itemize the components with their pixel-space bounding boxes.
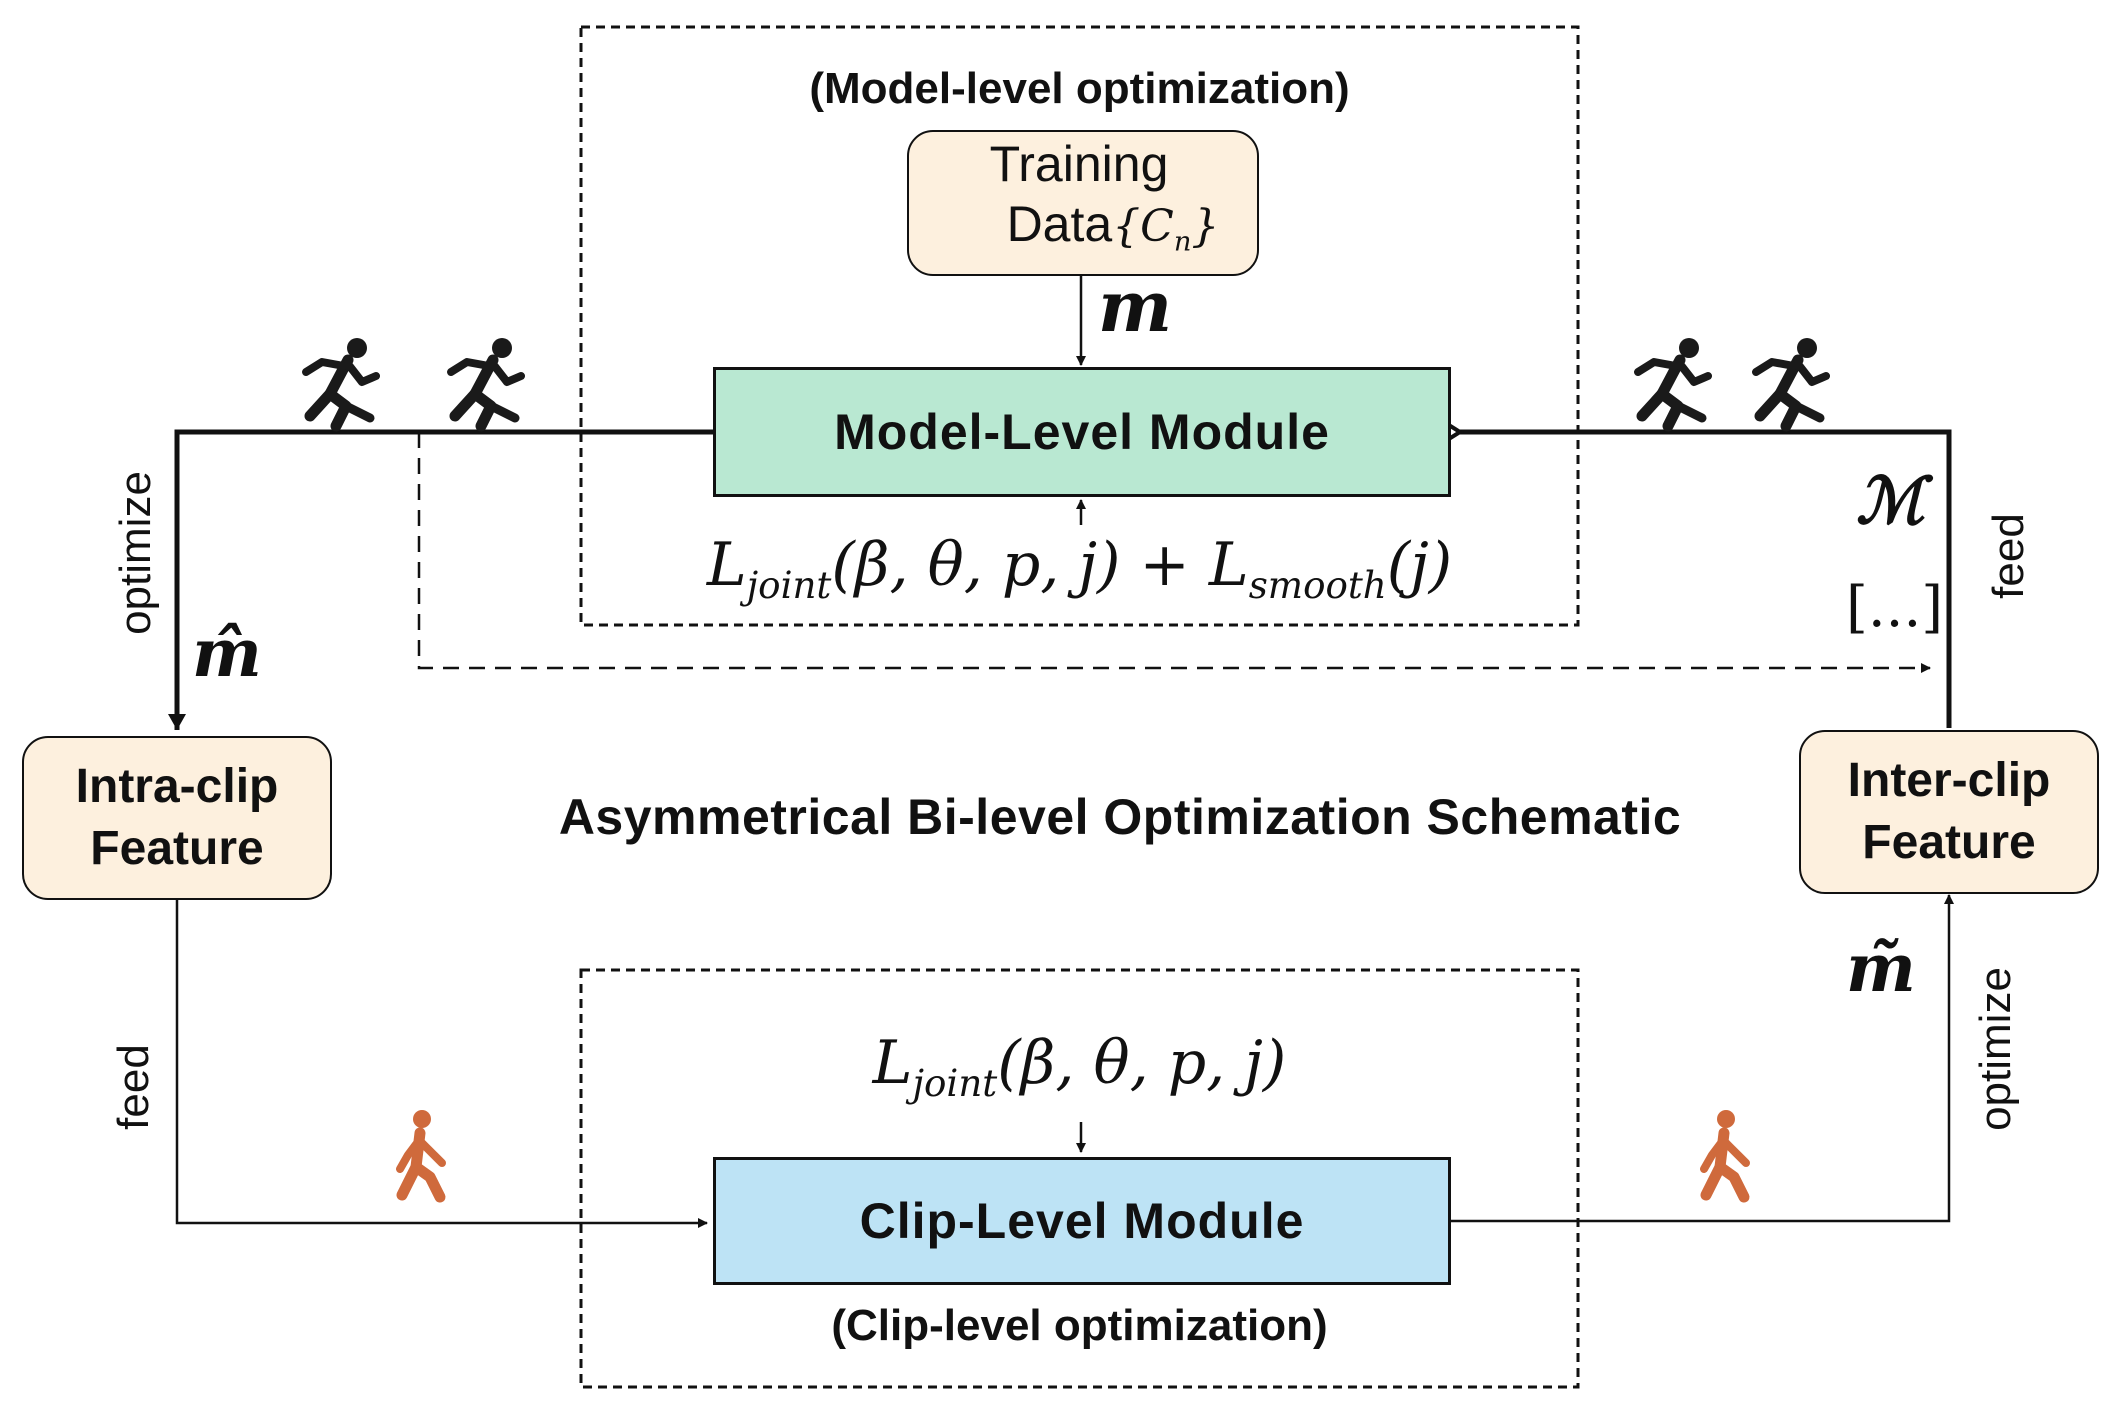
training-set-open: {C [1112, 200, 1174, 252]
clip-frame-border [579, 968, 1580, 1389]
model-level-module: Model-Level Module [713, 367, 1451, 497]
dashed-memory-line [417, 432, 1931, 673]
running-person-icon [306, 338, 376, 426]
inter-clip-line2: Feature [1862, 816, 2036, 869]
loss-joint-args: (β, θ, p, j) + [831, 530, 1209, 600]
right-optimize-label: optimize [1971, 967, 2020, 1131]
symbol-memory: ℳ [1856, 464, 1925, 539]
loss-joint-symbol: L [706, 530, 747, 600]
right-feed-label: feed [1984, 513, 2033, 599]
symbol-m: m [1098, 265, 1173, 348]
training-data-line2: Data{Cn} [1007, 194, 1220, 273]
model-frame-title: (Model-level optimization) [809, 64, 1350, 113]
schematic-title: Asymmetrical Bi-level Optimization Schem… [558, 789, 1682, 845]
symbol-m-tilde: m̃ [1846, 929, 1916, 1007]
clip-to-inter-optimize-line [1451, 894, 1954, 1223]
training-data-box: Training Data{Cn} [907, 130, 1259, 276]
model-to-intra-optimize-line [168, 429, 713, 730]
symbol-m-hat: m̂ [192, 614, 262, 692]
clip-loss-args: (β, θ, p, j) [997, 1028, 1287, 1098]
training-set-close: } [1191, 200, 1220, 252]
walking-person-icon [400, 1110, 442, 1197]
running-person-icon [1638, 338, 1708, 426]
running-person-icon [451, 338, 521, 426]
clip-level-module: Clip-Level Module [713, 1157, 1451, 1285]
loss-joint-sub: joint [746, 563, 832, 608]
training-data-label: Data [1006, 195, 1113, 252]
loss-smooth-args: (j) [1386, 530, 1453, 600]
left-feed-label: feed [109, 1044, 158, 1130]
loss-smooth-symbol: L [1208, 530, 1249, 600]
memory-ellipsis: [...] [1846, 575, 1944, 640]
inter-clip-line1: Inter-clip [1847, 754, 2051, 807]
clip-loss-sub: joint [912, 1061, 998, 1106]
model-loss-formula: Ljoint(β, θ, p, j) + Lsmooth(j) [581, 530, 1578, 607]
inter-to-model-feed-line [1442, 420, 1952, 728]
intra-clip-feature-box: Intra-clip Feature [22, 736, 332, 900]
clip-loss-formula: Ljoint(β, θ, p, j) [581, 1028, 1578, 1105]
left-optimize-label: optimize [111, 471, 160, 635]
clip-loss-symbol: L [872, 1028, 913, 1098]
training-set-sub: n [1173, 226, 1192, 258]
intra-clip-line2: Feature [90, 822, 264, 875]
inter-clip-feature-box: Inter-clip Feature [1799, 730, 2099, 894]
intra-to-clip-feed-line [175, 900, 708, 1228]
model-frame-border [579, 25, 1580, 627]
running-person-icon [1756, 338, 1826, 426]
training-data-line1: Training [989, 135, 1169, 192]
intra-clip-line1: Intra-clip [75, 760, 279, 813]
walking-person-icon [1704, 1110, 1746, 1197]
clip-frame-title: (Clip-level optimization) [831, 1301, 1328, 1350]
loss-smooth-sub: smooth [1248, 563, 1387, 608]
